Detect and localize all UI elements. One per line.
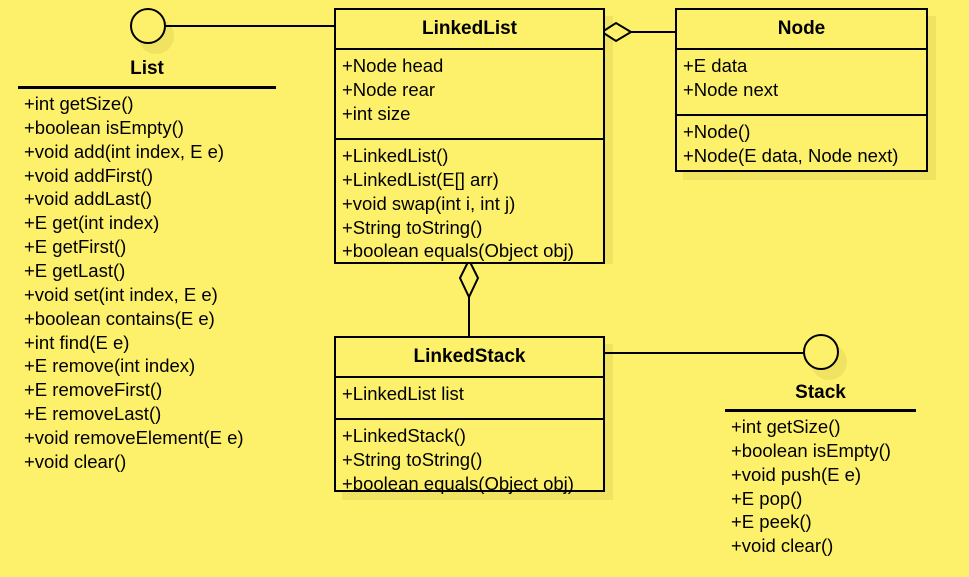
stack-member: +boolean isEmpty() [731, 439, 891, 461]
class-linkedlist-attributes: +Node head +Node rear +int size [336, 50, 603, 138]
interface-stack: Stack +int getSize() +boolean isEmpty() … [700, 330, 969, 570]
list-lollipop-icon [130, 8, 166, 44]
linkedlist-attribute: +Node head [342, 55, 444, 76]
list-member: +void clear() [24, 450, 127, 472]
interface-list-members: +int getSize() +boolean isEmpty() +void … [24, 92, 300, 474]
list-member: +void set(int index, E e) [24, 283, 218, 305]
linkedlist-method: +String toString() [342, 216, 483, 238]
connector-stack-realization [603, 352, 811, 354]
connector-list-realization [165, 25, 335, 27]
stack-member: +E peek() [731, 511, 812, 533]
class-linkedstack-title: LinkedStack [336, 338, 603, 378]
stack-member: +E pop() [731, 487, 803, 509]
list-member: +E removeLast() [24, 403, 162, 425]
class-linkedstack: LinkedStack +LinkedList list +LinkedStac… [334, 336, 605, 494]
list-member: +E removeFirst() [24, 379, 163, 401]
stack-lollipop-icon [803, 334, 839, 370]
class-node-methods: +Node() +Node(E data, Node next) [677, 114, 926, 174]
class-linkedlist-methods: +LinkedList() +LinkedList(E[] arr) +void… [336, 138, 603, 269]
class-node-attributes: +E data +Node next [677, 50, 926, 114]
interface-list-title: List [130, 58, 164, 79]
list-member: +void addFirst() [24, 164, 154, 186]
class-linkedstack-attributes: +LinkedList list [336, 378, 603, 418]
linkedstack-method: +String toString() [342, 448, 483, 470]
node-method: +Node() [683, 121, 751, 142]
node-method: +Node(E data, Node next) [683, 144, 899, 166]
connector-node-aggregation [630, 31, 676, 33]
stack-member: +void push(E e) [731, 463, 862, 485]
class-linkedlist-title: LinkedList [336, 10, 603, 50]
linkedlist-attribute: +Node rear [342, 78, 436, 100]
stack-member: +int getSize() [731, 416, 841, 437]
linkedlist-attribute: +int size [342, 102, 411, 124]
list-member: +boolean isEmpty() [24, 116, 184, 138]
linkedstack-method: +boolean equals(Object obj) [342, 472, 574, 494]
node-attribute: +Node next [683, 78, 779, 100]
connector-linkedlist-aggregation [468, 296, 470, 338]
interface-list-divider [18, 86, 276, 89]
linkedstack-method: +LinkedStack() [342, 425, 466, 446]
list-member: +E getLast() [24, 260, 126, 282]
linkedlist-method: +LinkedList() [342, 145, 449, 166]
stack-member: +void clear() [731, 535, 834, 557]
interface-stack-members: +int getSize() +boolean isEmpty() +void … [731, 415, 969, 558]
aggregation-diamond-linkedlist [458, 257, 480, 300]
list-member: +boolean contains(E e) [24, 307, 215, 329]
linkedstack-attribute: +LinkedList list [342, 383, 464, 404]
interface-stack-divider [725, 409, 916, 412]
list-member: +int getSize() [24, 93, 134, 114]
list-member: +void addLast() [24, 188, 153, 210]
class-linkedstack-methods: +LinkedStack() +String toString() +boole… [336, 418, 603, 502]
list-member: +int find(E e) [24, 331, 130, 353]
list-member: +E get(int index) [24, 212, 160, 234]
linkedlist-method: +boolean equals(Object obj) [342, 240, 574, 262]
list-member: +E getFirst() [24, 236, 127, 258]
class-node: Node +E data +Node next +Node() +Node(E … [675, 8, 928, 172]
aggregation-diamond-node [600, 21, 633, 43]
interface-list: List +int getSize() +boolean isEmpty() +… [0, 0, 300, 490]
list-member: +void add(int index, E e) [24, 140, 225, 162]
interface-stack-title: Stack [795, 382, 846, 403]
class-node-title: Node [677, 10, 926, 50]
class-linkedlist: LinkedList +Node head +Node rear +int si… [334, 8, 605, 264]
node-attribute: +E data [683, 55, 748, 76]
list-member: +E remove(int index) [24, 355, 196, 377]
linkedlist-method: +LinkedList(E[] arr) [342, 168, 499, 190]
linkedlist-method: +void swap(int i, int j) [342, 192, 516, 214]
list-member: +void removeElement(E e) [24, 427, 244, 449]
